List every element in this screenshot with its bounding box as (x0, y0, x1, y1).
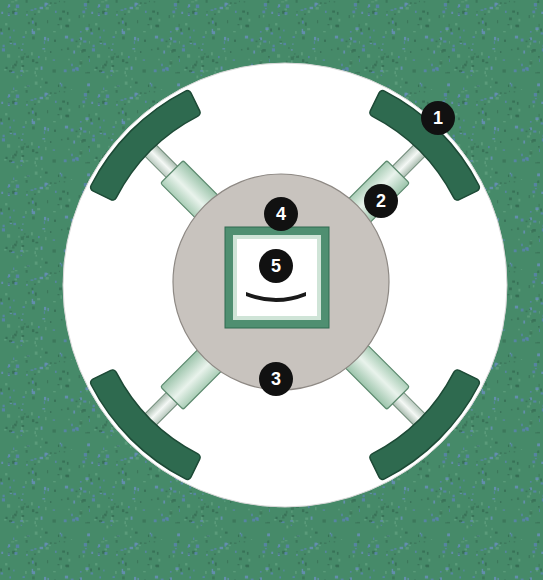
gripper-pad (370, 370, 479, 479)
curved-mark (246, 292, 306, 302)
callout-number: 4 (264, 197, 298, 231)
gripper-pad (370, 91, 479, 200)
callout-number: 3 (259, 362, 293, 396)
sensor-inner-border (233, 235, 321, 320)
outer-wall (63, 63, 507, 507)
callout-number: 1 (421, 101, 455, 135)
callout-number: 2 (364, 184, 398, 218)
sensor-window (237, 239, 317, 316)
callout-number: 5 (259, 249, 293, 283)
sensor-frame (225, 227, 329, 328)
gripper-pad (91, 370, 200, 479)
gripper-pad (91, 91, 200, 200)
central-hub (173, 174, 389, 390)
